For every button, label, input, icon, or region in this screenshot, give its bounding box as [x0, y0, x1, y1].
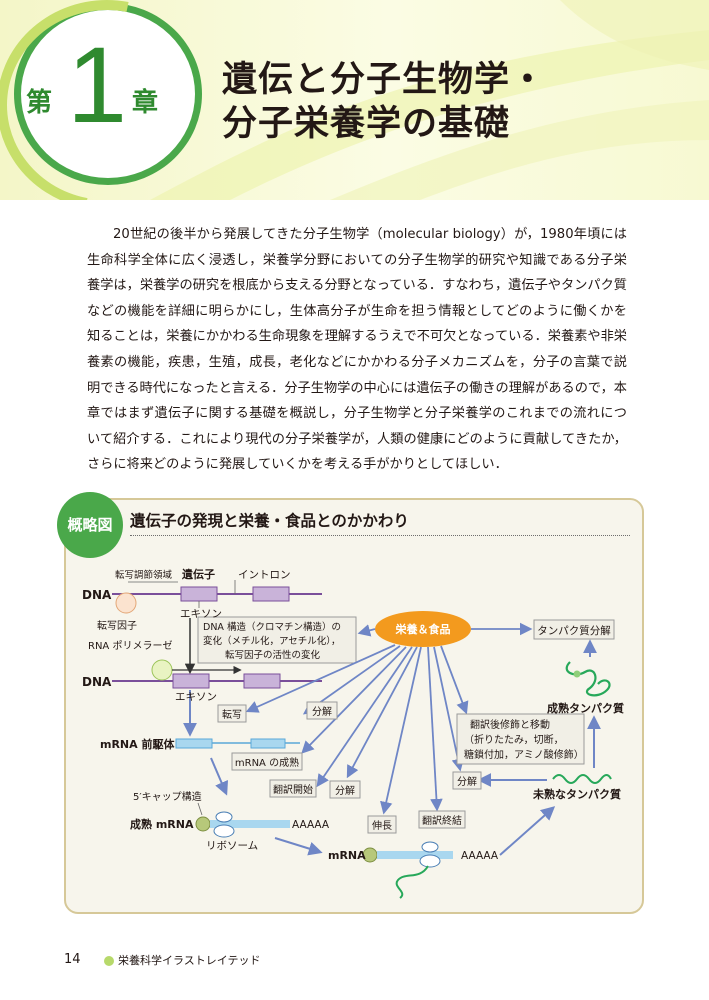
- figure-badge: 概略図: [57, 492, 123, 558]
- ptm-box: [456, 713, 585, 765]
- label-mrna: mRNA: [328, 849, 366, 862]
- page-number: 14: [64, 952, 81, 967]
- degradation2-box: [329, 780, 361, 799]
- ribosome-large-1: [213, 824, 235, 838]
- arrow-to-translation-end: [427, 646, 443, 812]
- nascent-peptide-chain: [395, 865, 429, 899]
- transcription-factor-shape: [115, 592, 137, 614]
- arrow-to-ptm: [440, 645, 469, 715]
- label-elongation: 伸長: [372, 820, 392, 832]
- book-title: 栄養科学イラストレイテッド: [118, 954, 261, 967]
- label-protein-deg: タンパク質分解: [537, 624, 611, 637]
- nutrition-food-node: [375, 611, 471, 647]
- footer-bullet: [104, 956, 114, 966]
- arrow-to-elongation: [380, 646, 422, 815]
- label-dna2: DNA: [82, 675, 112, 689]
- mature-protein-marker: [573, 670, 581, 678]
- translation-end-box: [418, 810, 466, 829]
- cap-leader: [197, 802, 203, 816]
- arrow-to-transcription: [245, 644, 396, 713]
- label-gene: 遺伝子: [181, 567, 215, 581]
- chapter-title: 遺伝と分子生物学・ 分子栄養学の基礎: [222, 58, 546, 146]
- header-wave-decoration: [150, 0, 709, 200]
- degradation3-box: [452, 771, 482, 790]
- exon-box-1a: [180, 586, 218, 602]
- label-pre-mrna: mRNA 前駆体: [100, 737, 175, 751]
- label-ptm3: 糖鎖付加，アミノ酸修飾）: [464, 748, 584, 761]
- label-tf: 転写因子: [97, 620, 137, 632]
- intro-paragraph: 20世紀の後半から発展してきた分子生物学（molecular biology）が…: [87, 227, 627, 473]
- chapter-badge: [0, 0, 202, 200]
- label-cap: 5′キャップ構造: [133, 790, 202, 803]
- ribosome-small-1: [215, 811, 233, 823]
- label-ptm2: （折りたたみ，切断，: [464, 733, 564, 746]
- label-chromatin2: 変化（メチル化，アセチル化），: [203, 635, 341, 647]
- arrow-to-immature-protein: [499, 806, 556, 856]
- arrow-to-translation-start: [316, 646, 413, 788]
- label-chromatin3: 転写因子の活性の変化: [225, 649, 321, 661]
- protein-deg-box: [533, 619, 615, 640]
- rna-polymerase-shape: [151, 659, 173, 681]
- label-polya1: AAAAA: [292, 819, 330, 831]
- label-chromatin1: DNA 構造（クロマチン構造）の: [203, 621, 341, 633]
- pre-mrna-exon-a: [175, 738, 213, 749]
- mrna-maturation-box: [231, 752, 303, 771]
- mature-protein-shape: [565, 661, 611, 697]
- label-rnapol: RNA ポリメラーゼ: [88, 640, 172, 652]
- figure-box: [64, 498, 644, 914]
- label-degradation1: 分解: [312, 705, 332, 718]
- exon-box-1b: [252, 586, 290, 602]
- chapter-title-line2: 分子栄養学の基礎: [222, 104, 511, 144]
- label-mrna-maturation: mRNA の成熟: [235, 756, 299, 769]
- ribosome-small-2: [421, 841, 439, 853]
- chapter-prefix: 第: [26, 88, 53, 118]
- label-dna1: DNA: [82, 588, 112, 602]
- elongation-box: [367, 815, 397, 834]
- translation-start-box: [269, 779, 317, 798]
- label-mature-mrna: 成熟 mRNA: [130, 817, 194, 831]
- gene-expression-diagram: DNA 転写調節領域 遺伝子 イントロン エキソン 転写因子 RNA ポリメラー…: [82, 567, 624, 899]
- ribosome-large-2: [419, 854, 441, 868]
- degradation1-box: [306, 701, 338, 720]
- label-mature-protein: 成熟タンパク質: [547, 701, 624, 715]
- chapter-title-line1: 遺伝と分子生物学・: [222, 60, 547, 100]
- label-degradation2: 分解: [335, 784, 355, 797]
- mature-mrna-strand: [210, 820, 290, 828]
- chapter-number: 1: [66, 24, 128, 145]
- chapter-suffix: 章: [132, 88, 159, 118]
- label-translation-end: 翻訳終結: [422, 814, 462, 827]
- label-exon1: エキソン: [180, 608, 222, 620]
- five-prime-cap-shape: [195, 816, 211, 832]
- label-degradation3: 分解: [457, 775, 477, 788]
- arrow-to-mrna-maturation: [301, 646, 407, 754]
- label-polya2: AAAAA: [461, 850, 499, 862]
- immature-protein-chain: [552, 774, 612, 784]
- label-transcription: 転写: [222, 709, 242, 721]
- label-exon2: エキソン: [175, 691, 217, 703]
- arrow-nutrition-to-chromatin: [357, 624, 376, 637]
- arrow-mature-to-translating: [274, 837, 323, 856]
- translating-mrna-strand: [377, 851, 453, 859]
- exon-box-2a: [172, 673, 210, 689]
- label-nutrition: 栄養＆食品: [395, 622, 451, 636]
- chromatin-box: [197, 616, 357, 664]
- figure-title: 遺伝子の発現と栄養・食品とのかかわり: [130, 512, 409, 530]
- figure-title-rule: [130, 535, 630, 536]
- label-immature-protein: 未熟なタンパク質: [532, 787, 621, 801]
- label-ribosome: リボソーム: [206, 840, 258, 852]
- transcription-box: [217, 704, 247, 723]
- label-ptm1: 翻訳後修飾と移動: [470, 718, 550, 731]
- chapter-header: 第 1 章 遺伝と分子生物学・ 分子栄養学の基礎: [0, 0, 709, 200]
- arrow-pre-to-mature-mrna: [210, 757, 229, 796]
- pre-mrna-exon-b: [250, 738, 286, 749]
- arrow-to-degradation3: [433, 646, 465, 772]
- exon-box-2b: [243, 673, 281, 689]
- arrow-to-degradation2: [346, 646, 418, 779]
- label-intron: イントロン: [238, 569, 291, 581]
- label-promoter: 転写調節領域: [115, 569, 173, 581]
- label-translation-start: 翻訳開始: [273, 783, 313, 796]
